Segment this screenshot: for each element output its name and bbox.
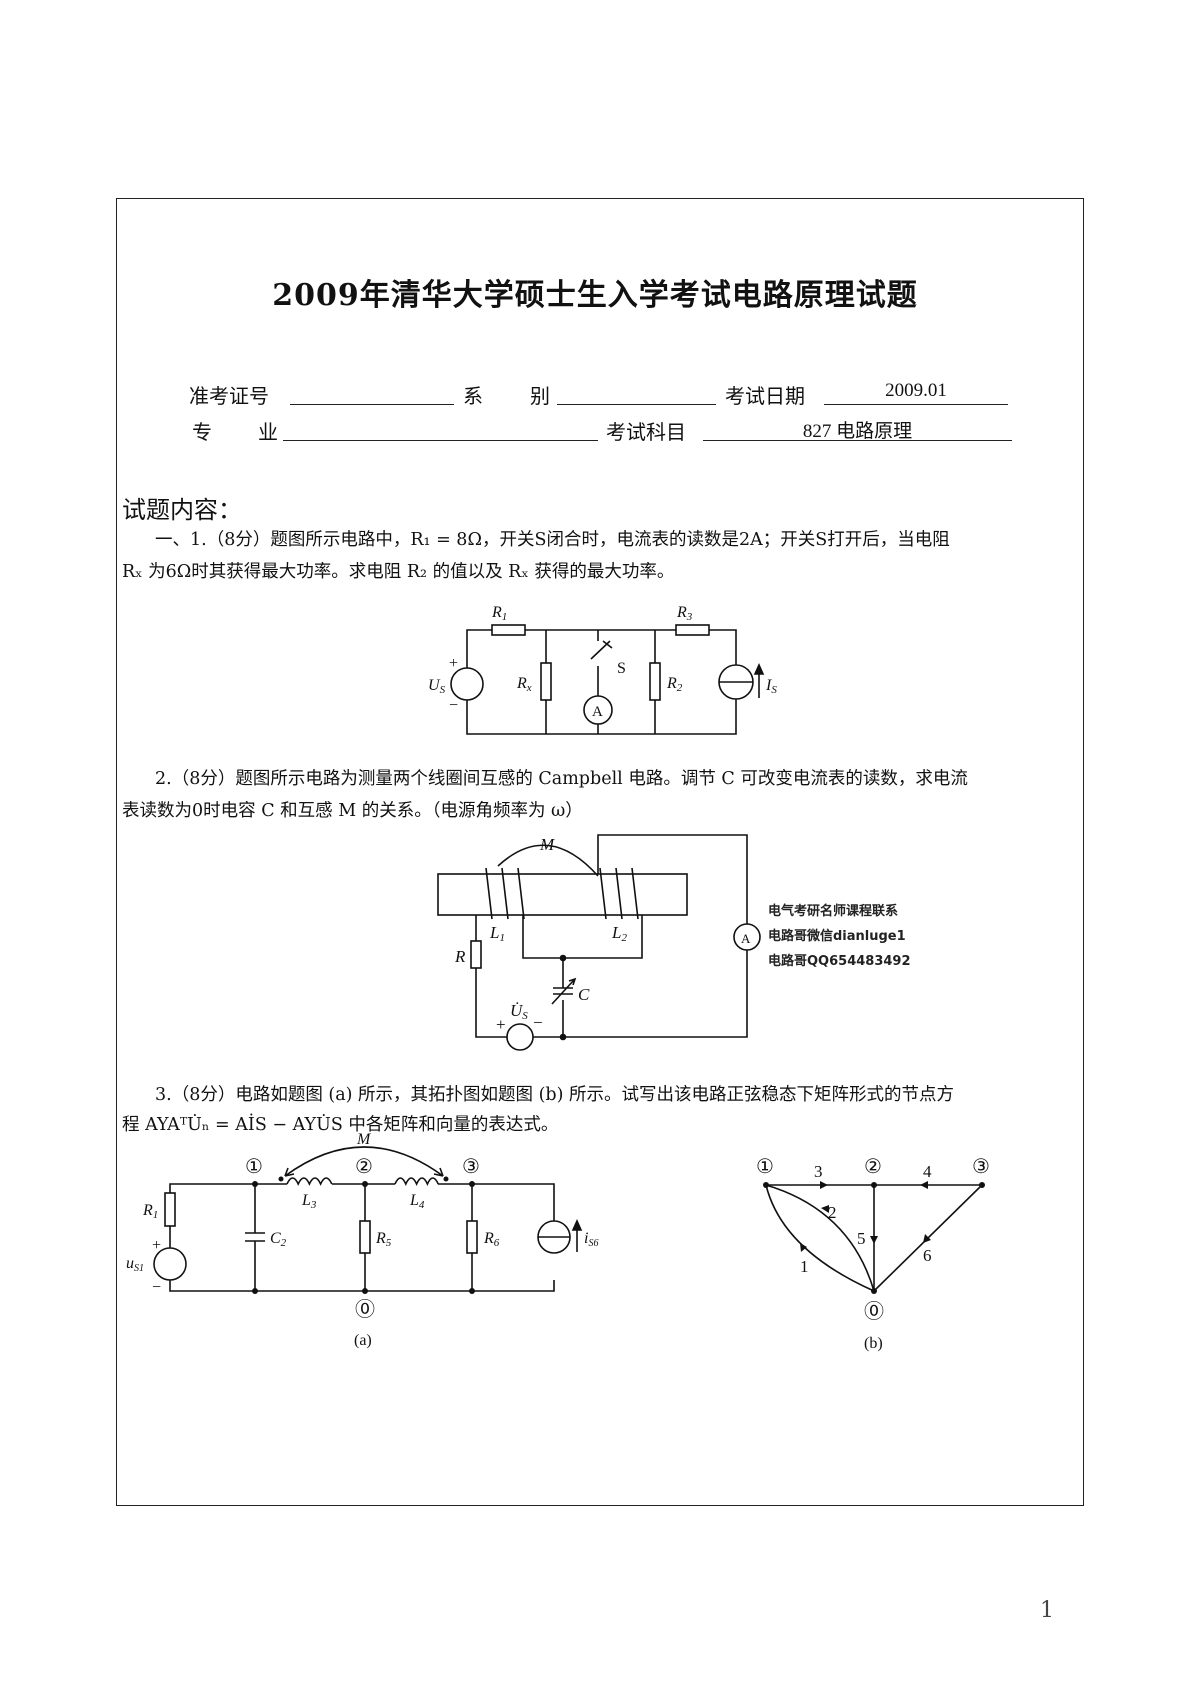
major-label-1: 专 bbox=[192, 422, 212, 444]
exam-id-field bbox=[290, 404, 454, 405]
major-field bbox=[283, 440, 598, 441]
subject-field bbox=[703, 440, 1012, 441]
major-label-2: 业 bbox=[258, 422, 278, 444]
date-value: 2009.01 bbox=[885, 380, 947, 401]
page-border bbox=[116, 198, 1084, 1506]
dept-label-1: 系 bbox=[463, 386, 483, 408]
page-title: 2009年清华大学硕士生入学考试电路原理试题 bbox=[272, 278, 918, 313]
dept-field bbox=[557, 404, 716, 405]
q2-text-line-1: 2.（8分）题图所示电路为测量两个线圈间互感的 Campbell 电路。调节 C… bbox=[155, 769, 968, 789]
dept-label-2: 别 bbox=[530, 386, 550, 408]
q2-text-line-2: 表读数为0时电容 C 和互感 M 的关系。（电源角频率为 ω） bbox=[122, 801, 583, 821]
q3-text-line-2: 程 AYAᵀU̇ₙ = AİS − AYU̇S 中各矩阵和向量的表达式。 bbox=[122, 1115, 559, 1135]
q1-text-line-1: 一、1.（8分）题图所示电路中，R₁ = 8Ω，开关S闭合时，电流表的读数是2A… bbox=[155, 530, 950, 550]
page-number: 1 bbox=[1040, 1598, 1054, 1623]
q3-text-line-1: 3.（8分）电路如题图 (a) 所示，其拓扑图如题图 (b) 所示。试写出该电路… bbox=[155, 1085, 955, 1105]
subject-label: 考试科目 bbox=[606, 422, 686, 444]
q1-text-line-2: Rₓ 为6Ω时其获得最大功率。求电阻 R₂ 的值以及 Rₓ 获得的最大功率。 bbox=[122, 562, 675, 582]
section-heading: 试题内容： bbox=[122, 497, 242, 524]
subject-value: 827 电路原理 bbox=[802, 421, 913, 442]
date-label: 考试日期 bbox=[725, 386, 805, 408]
date-field bbox=[824, 404, 1008, 405]
exam-id-label: 准考证号 bbox=[189, 386, 269, 408]
